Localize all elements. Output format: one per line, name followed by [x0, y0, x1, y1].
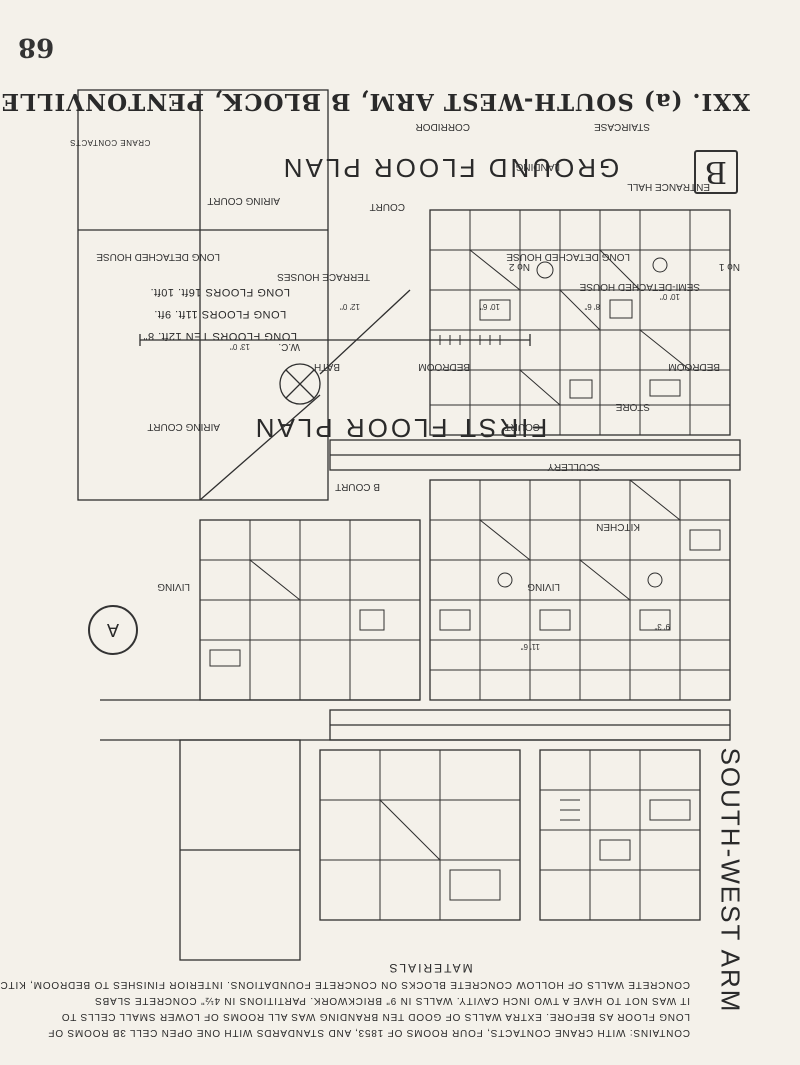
notes-line-1: CONTAINS: WITH CRANE CONTACTS, FOUR ROOM…: [47, 1027, 690, 1038]
label-bedroom-2: BEDROOM: [668, 361, 720, 372]
dim-4: 12' 0": [340, 302, 360, 311]
dim-5: 9' 3": [654, 622, 670, 631]
label-living-2: LIVING: [157, 581, 190, 592]
label-scullery: SCULLERY: [547, 461, 600, 472]
label-no1: No 1: [718, 261, 740, 272]
label-long-detached-house: LONG DETACHED HOUSE: [506, 251, 630, 262]
label-staircase: STAIRCASE: [594, 121, 650, 132]
label-wc: W.C.: [278, 341, 300, 352]
plan-block-top: [429, 209, 731, 436]
cross-marker: [279, 363, 321, 405]
label-corridor: CORRIDOR: [416, 121, 470, 132]
label-airing-court: AIRING COURT: [207, 195, 280, 206]
label-bedroom-1: BEDROOM: [418, 361, 470, 372]
label-b-court: B COURT: [335, 481, 380, 492]
dim-7: 13' 0": [230, 342, 250, 351]
label-semi-detached-house: SEMI-DETACHED HOUSE: [579, 281, 700, 292]
dim-2: 8' 6": [584, 302, 600, 311]
label-landing: LANDING: [515, 161, 560, 172]
dim-3: 10' 6": [480, 302, 500, 311]
notes-heading: MATERIALS: [387, 961, 473, 975]
label-terrace-houses: TERRACE HOUSES: [277, 271, 370, 282]
label-long-detached-house-2: LONG DETACHED HOUSE: [96, 251, 220, 262]
notes-line-3: IT WAS NOT TO HAVE A TWO INCH CAVITY. WA…: [94, 995, 690, 1006]
notes-line-2: LONG FLOOR AS BEFORE. EXTRA WALLS OF GOO…: [61, 1011, 690, 1022]
label-living: LIVING: [527, 581, 560, 592]
label-no2: No 2: [508, 261, 530, 272]
dim-1: 10' 0": [660, 292, 680, 301]
notes-block: CONTAINS: WITH CRANE CONTACTS, FOUR ROOM…: [0, 960, 690, 1040]
label-court-2: COURT: [505, 421, 540, 432]
label-airing-court-2: AIRING COURT: [147, 421, 220, 432]
label-court-1: COURT: [370, 201, 405, 212]
notes-line-4: CONCRETE WALLS OF HOLLOW CONCRETE BLOCKS…: [0, 979, 690, 990]
label-bath: BATH: [314, 361, 340, 372]
plan-outline-left: [77, 89, 329, 501]
label-kitchen: KITCHEN: [596, 521, 640, 532]
label-store: STORE: [615, 401, 650, 412]
dim-6: 11' 6": [520, 642, 540, 651]
label-entrance-hall: ENTRANCE HALL: [627, 181, 710, 192]
